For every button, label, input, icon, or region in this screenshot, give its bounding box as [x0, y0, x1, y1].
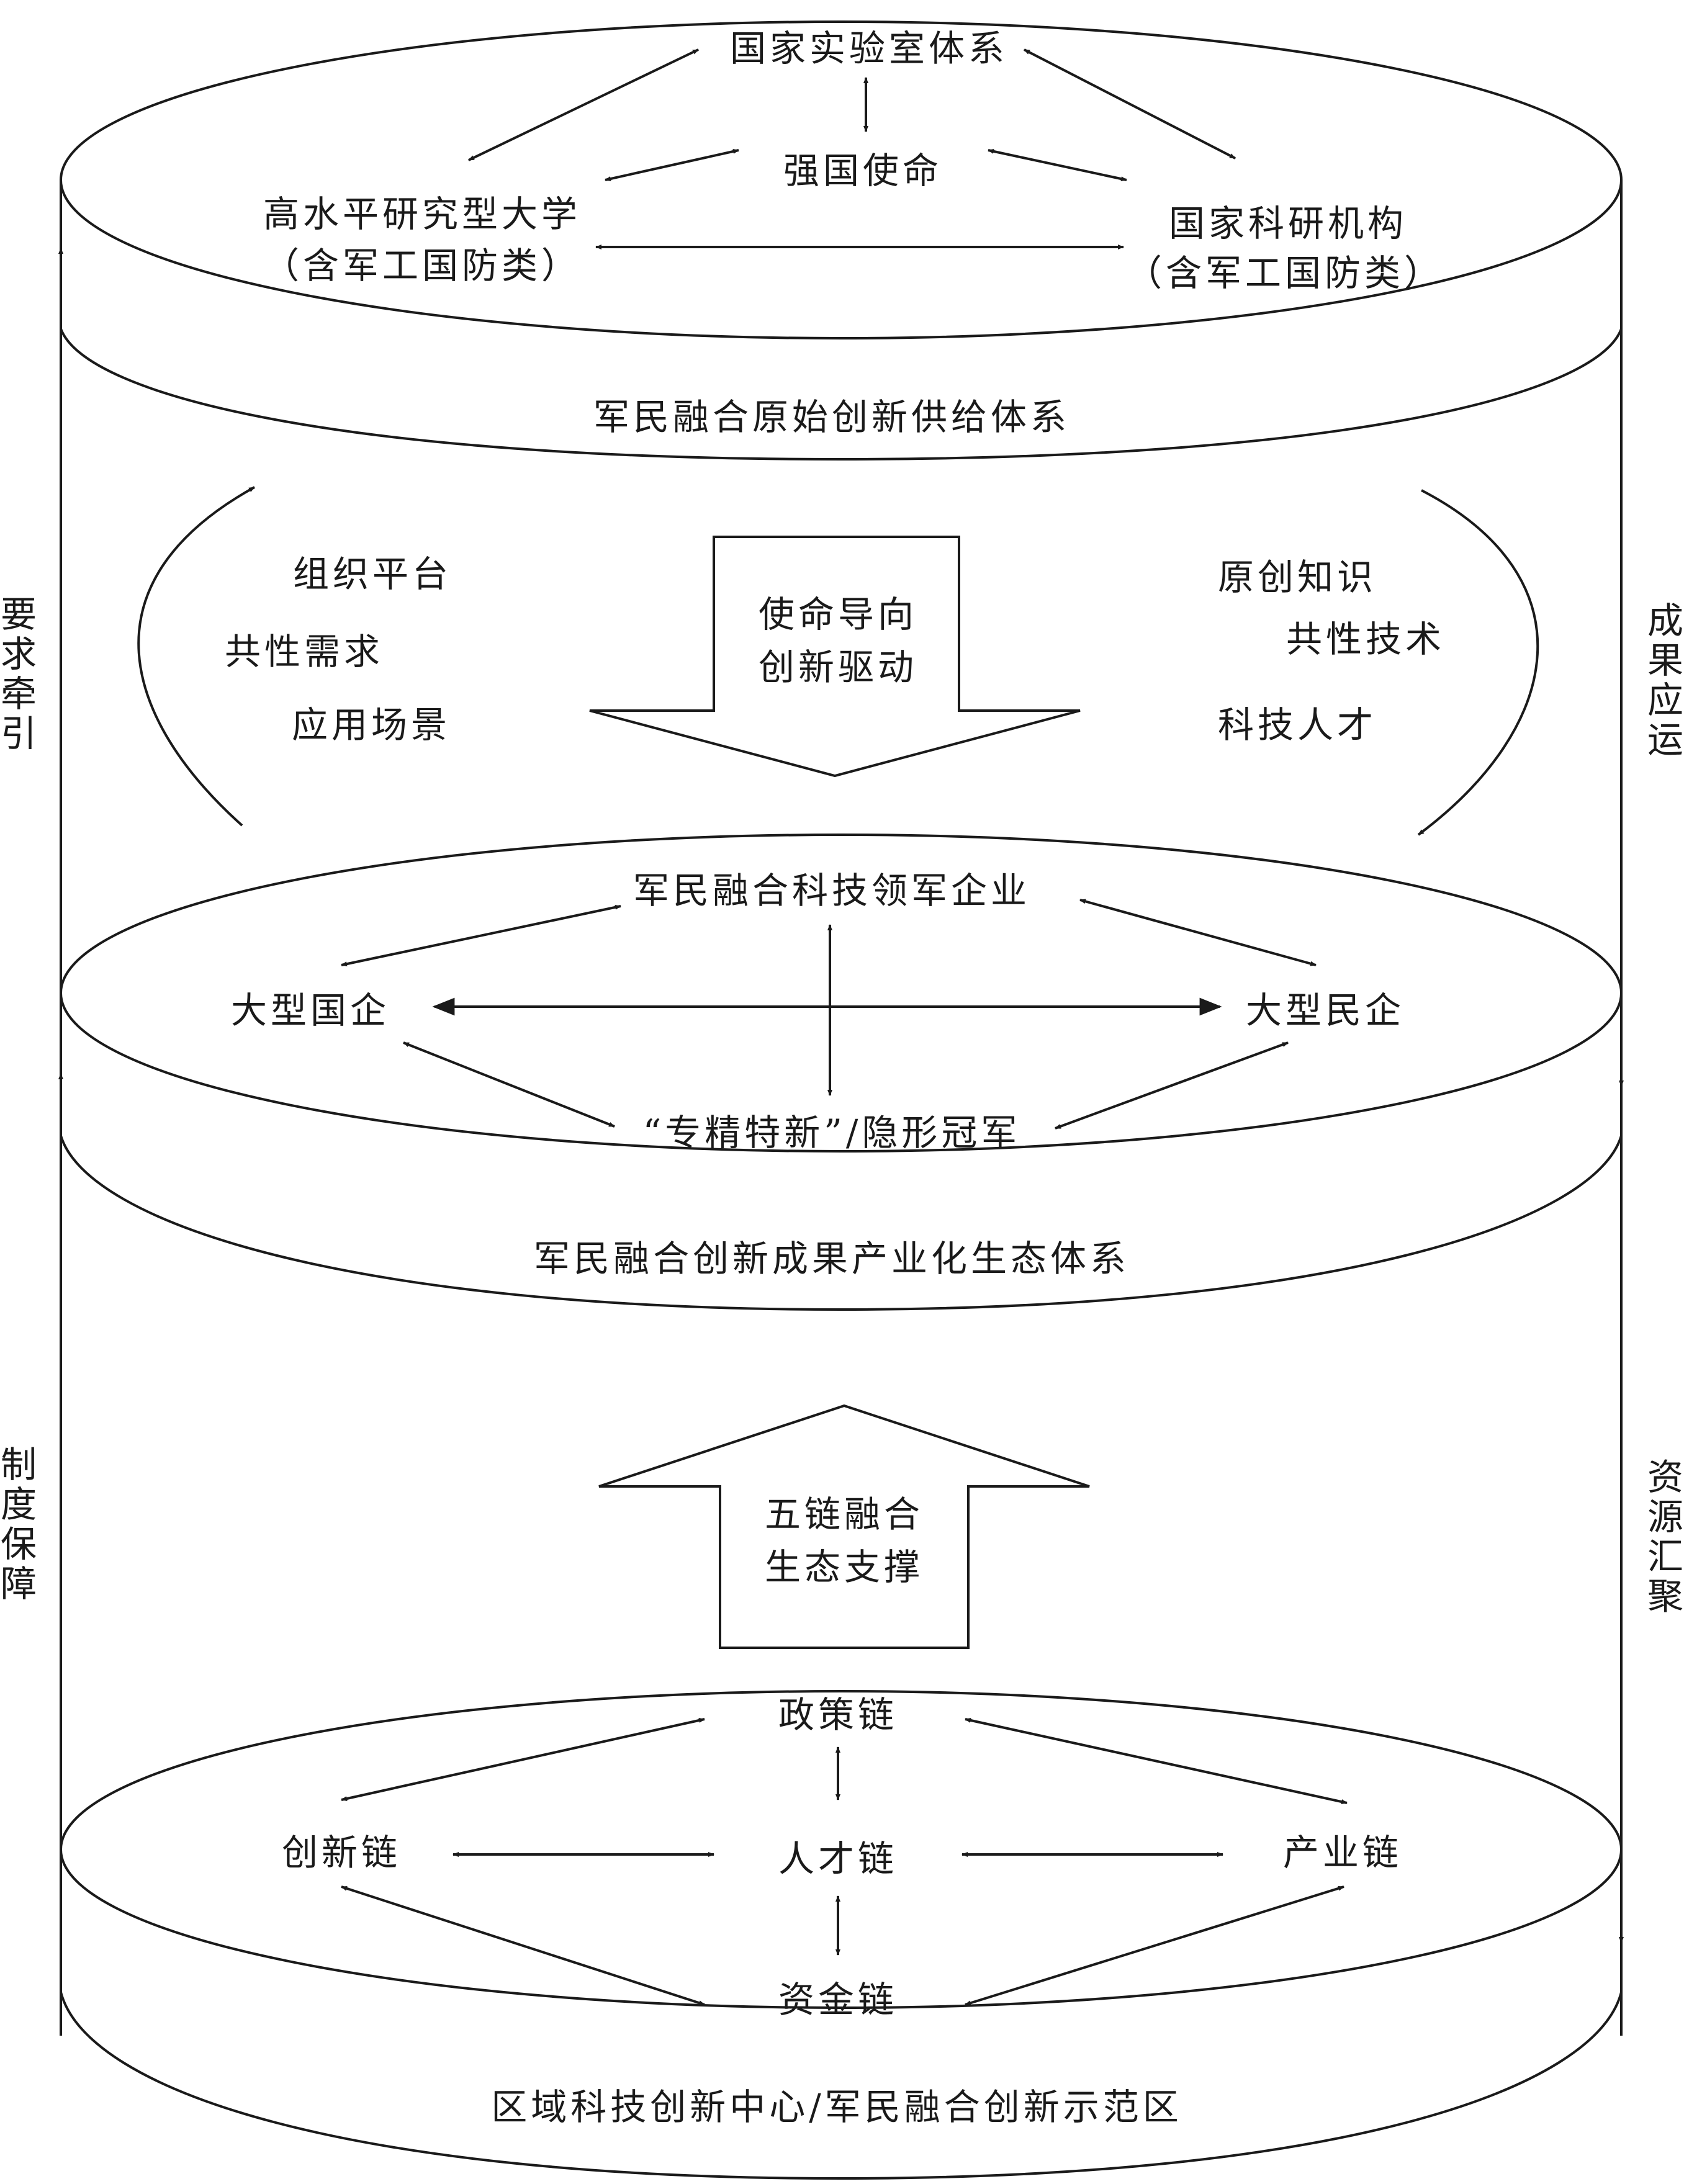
supply-item-2: 共性技术 [1286, 618, 1445, 660]
top-layer-arrows [468, 48, 1236, 249]
industry-chain-label: 产业链 [1283, 1831, 1402, 1874]
side-arrows [58, 186, 1624, 1992]
capital-chain-label: 资金链 [778, 1979, 898, 2021]
up-block-arrow [598, 1404, 1090, 1649]
bottom-layer-band [60, 1992, 1623, 2180]
side-label-right-bottom: 资源汇聚 [1647, 1456, 1683, 1617]
side-label-left-bottom: 制度保障 [1, 1444, 37, 1605]
demand-item-2: 共性需求 [225, 631, 384, 673]
institute-label: 国家科研机构 [1169, 202, 1407, 245]
down-block-arrow [589, 536, 1081, 778]
lab-system-label: 国家实验室体系 [730, 27, 1008, 70]
supply-item-3: 科技人才 [1218, 704, 1377, 746]
side-label-right-bottom-text: 资源汇聚 [1647, 1456, 1683, 1617]
middle-layer-arrows [341, 899, 1317, 1130]
side-label-left-bottom-text: 制度保障 [1, 1444, 37, 1605]
demand-item-3: 应用场景 [292, 704, 451, 746]
left-curve-arrow [137, 486, 255, 827]
large-private-label: 大型民企 [1246, 989, 1405, 1031]
innovation-chain-label: 创新链 [282, 1831, 401, 1874]
side-label-left-top: 要求牵引 [1, 593, 37, 755]
middle-layer-caption: 军民融合创新成果产业化生态体系 [534, 1238, 1130, 1280]
supply-item-1: 原创知识 [1218, 556, 1377, 598]
top-layer-band [60, 328, 1623, 461]
top-layer-caption: 军民融合原始创新供给体系 [593, 396, 1070, 438]
leader-enterprise-label: 军民融合科技领军企业 [633, 870, 1030, 912]
demand-item-1: 组织平台 [293, 553, 452, 595]
large-soe-label: 大型国企 [231, 989, 390, 1031]
talent-chain-label: 人才链 [778, 1838, 898, 1880]
bottom-layer-arrows [341, 1718, 1348, 2006]
mission-label: 强国使命 [783, 150, 942, 192]
university-label: 高水平研究型大学 [263, 193, 581, 235]
university-sub-label: （含军工国防类） [263, 245, 581, 287]
up-arrow-line-2: 生态支撑 [765, 1546, 924, 1588]
specialized-enterprise-label: “专精特新”/隐形冠军 [643, 1112, 1021, 1154]
side-label-left-top-text: 要求牵引 [1, 593, 37, 755]
down-arrow-line-2: 创新驱动 [759, 646, 917, 688]
right-curve-arrow [1417, 489, 1539, 836]
bottom-layer-caption: 区域科技创新中心/军民融合创新示范区 [491, 2086, 1182, 2128]
down-arrow-line-1: 使命导向 [759, 593, 917, 636]
middle-layer-band [60, 1135, 1623, 1311]
top-layer-ellipse [60, 20, 1623, 339]
policy-chain-label: 政策链 [778, 1694, 898, 1736]
side-label-right-top: 成果应运 [1647, 600, 1683, 761]
institute-sub-label: （含军工国防类） [1126, 252, 1444, 294]
up-arrow-line-1: 五链融合 [765, 1493, 924, 1535]
side-label-right-top-text: 成果应运 [1647, 600, 1683, 761]
